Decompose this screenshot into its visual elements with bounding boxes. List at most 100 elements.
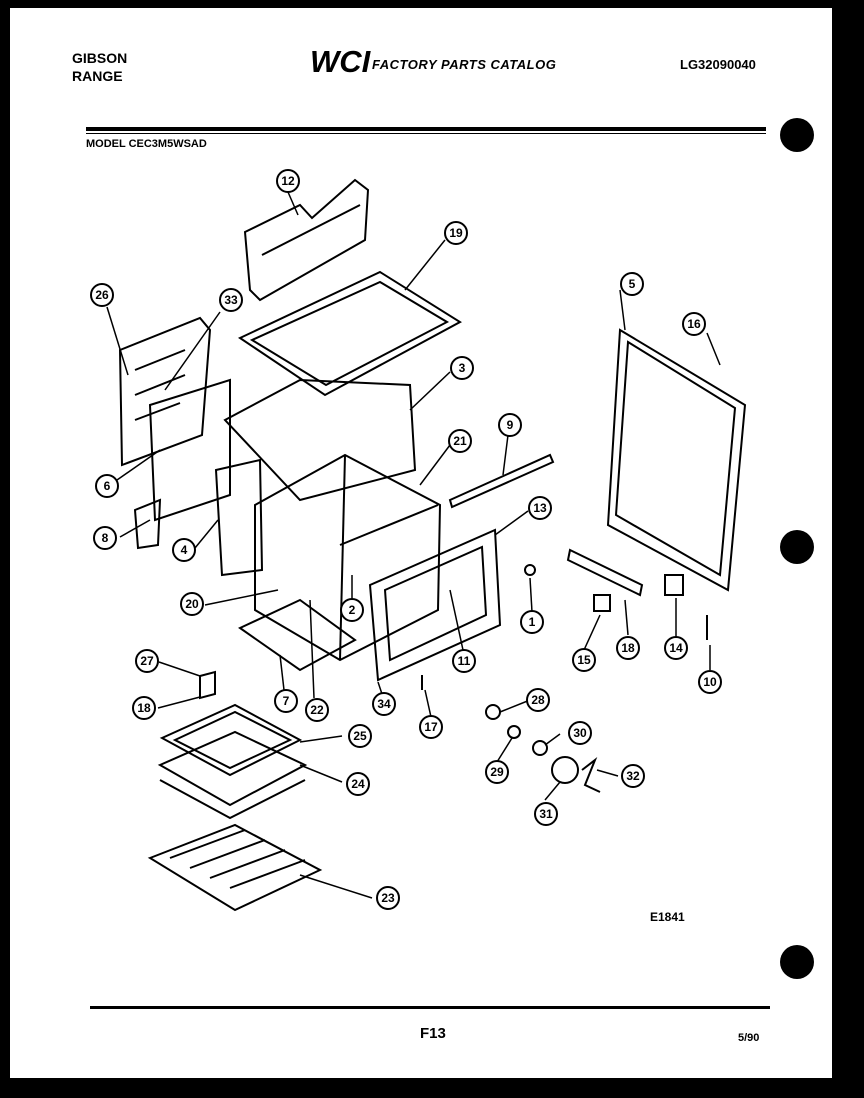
- callout-14: 14: [664, 636, 688, 660]
- callout-circle: [621, 764, 645, 788]
- callout-circle: [180, 592, 204, 616]
- callout-number: 21: [453, 434, 467, 448]
- callout-number: 34: [377, 697, 391, 711]
- callout-circle: [448, 429, 472, 453]
- callout-16: 16: [682, 312, 706, 336]
- callout-circle: [274, 689, 298, 713]
- callout-circle: [526, 688, 550, 712]
- part-bracket: [664, 574, 684, 596]
- callout-18: 18: [132, 696, 156, 720]
- callout-circle: [520, 610, 544, 634]
- callout-number: 10: [703, 675, 717, 689]
- callout-circle: [682, 312, 706, 336]
- part-side-bracket: [133, 378, 231, 550]
- callout-number: 3: [459, 361, 466, 375]
- callout-number: 15: [577, 653, 591, 667]
- callout-number: 14: [669, 641, 683, 655]
- callout-11: 11: [452, 649, 476, 673]
- part-knob-ring: [485, 704, 501, 720]
- callout-circle: [372, 692, 396, 716]
- callout-number: 27: [140, 654, 154, 668]
- callout-circle: [135, 649, 159, 673]
- binder-hole-bottom: [780, 945, 814, 979]
- part-broiler-grid: [159, 703, 303, 777]
- callout-number: 18: [137, 701, 151, 715]
- part-strip: [448, 453, 555, 509]
- callout-number: 11: [458, 654, 471, 668]
- callout-18: 18: [616, 636, 640, 660]
- part-lamp: [532, 740, 548, 756]
- callout-number: 25: [353, 729, 367, 743]
- callout-5: 5: [620, 272, 644, 296]
- callout-circle: [172, 538, 196, 562]
- callout-number: 31: [539, 807, 553, 821]
- callout-number: 22: [310, 703, 324, 717]
- callout-number: 26: [95, 288, 109, 302]
- callout-number: 33: [224, 293, 238, 307]
- callout-26: 26: [90, 283, 114, 307]
- callout-circle: [450, 356, 474, 380]
- callout-15: 15: [572, 648, 596, 672]
- date-code: 5/90: [738, 1032, 760, 1044]
- callout-28: 28: [526, 688, 550, 712]
- callout-33: 33: [219, 288, 243, 312]
- callout-number: 18: [621, 641, 635, 655]
- callout-circle: [93, 526, 117, 550]
- callout-24: 24: [346, 772, 370, 796]
- callout-17: 17: [419, 715, 443, 739]
- callout-circle: [620, 272, 644, 296]
- callout-2: 2: [340, 598, 364, 622]
- catalog-title: FACTORY PARTS CATALOG: [372, 57, 557, 72]
- part-oven-rack: [147, 823, 323, 912]
- footer-rule: [90, 1006, 770, 1009]
- callout-number: 8: [102, 531, 109, 545]
- callout-25: 25: [348, 724, 372, 748]
- catalog-number: LG32090040: [680, 57, 756, 72]
- callout-circle: [498, 413, 522, 437]
- callout-number: 13: [533, 501, 547, 515]
- part-block: [593, 594, 611, 612]
- callout-circle: [95, 474, 119, 498]
- callout-circle: [346, 772, 370, 796]
- product-type: RANGE: [72, 68, 123, 84]
- callout-number: 16: [687, 317, 701, 331]
- callout-circle: [90, 283, 114, 307]
- brand-name: GIBSON: [72, 50, 128, 66]
- part-broiler-pan: [157, 730, 308, 820]
- callout-number: 30: [573, 726, 587, 740]
- callout-number: 29: [490, 765, 504, 779]
- callout-circle: [572, 648, 596, 672]
- callout-circle: [419, 715, 443, 739]
- callout-34: 34: [372, 692, 396, 716]
- callout-number: 32: [626, 769, 640, 783]
- wci-logo: WCI: [310, 44, 372, 76]
- part-oven-insulation: [214, 378, 417, 577]
- callout-circle: [485, 760, 509, 784]
- part-rail: [566, 548, 644, 597]
- callout-23: 23: [376, 886, 400, 910]
- binder-hole-top: [780, 118, 814, 152]
- callout-circle: [444, 221, 468, 245]
- callout-circle: [664, 636, 688, 660]
- callout-circle: [348, 724, 372, 748]
- callout-32: 32: [621, 764, 645, 788]
- callout-circle: [305, 698, 329, 722]
- svg-text:WCI: WCI: [310, 44, 372, 76]
- callout-3: 3: [450, 356, 474, 380]
- callout-number: 20: [185, 597, 199, 611]
- callout-30: 30: [568, 721, 592, 745]
- callout-circle: [219, 288, 243, 312]
- part-front-frame: [368, 528, 502, 682]
- callout-4: 4: [172, 538, 196, 562]
- header-rule-thin: [86, 133, 766, 134]
- callout-8: 8: [93, 526, 117, 550]
- callout-6: 6: [95, 474, 119, 498]
- callout-22: 22: [305, 698, 329, 722]
- model-number: MODEL CEC3M5WSAD: [86, 138, 207, 150]
- callout-circle: [568, 721, 592, 745]
- callout-number: 12: [281, 174, 295, 188]
- callout-13: 13: [528, 496, 552, 520]
- callout-circle: [452, 649, 476, 673]
- part-knob: [551, 756, 579, 784]
